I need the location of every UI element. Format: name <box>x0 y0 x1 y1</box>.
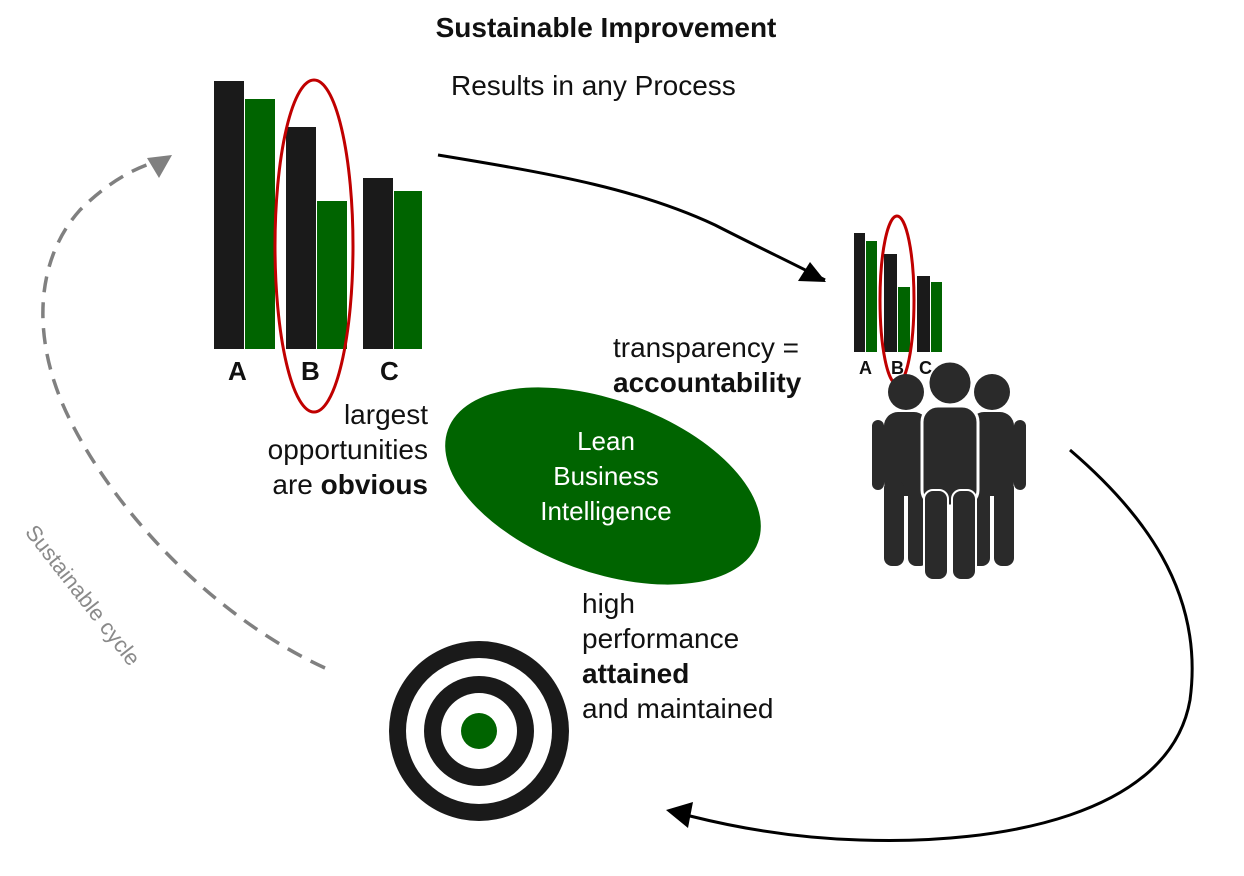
performance-line3: attained <box>582 656 773 691</box>
small-bar-label-c: C <box>919 358 932 378</box>
lean-bi-line1: Lean <box>577 426 635 456</box>
large-bar-chart <box>214 78 422 414</box>
diagram-title: Sustainable Improvement <box>435 12 777 43</box>
small-bar-label-b: B <box>891 358 904 378</box>
transparency-line2: accountability <box>613 365 801 400</box>
lean-bi-line2: Business <box>553 461 659 491</box>
arrow-results-to-transparency <box>437 153 826 282</box>
target-icon <box>389 641 569 821</box>
lean-bi-ellipse <box>445 387 761 585</box>
sustainable-cycle-arrow <box>41 160 326 670</box>
transparency-line2-bold: accountability <box>613 367 802 398</box>
arrow-people-to-target <box>689 448 1194 842</box>
opportunities-text: largest opportunities are obvious <box>268 397 428 502</box>
small-bar-c-green <box>931 282 942 352</box>
performance-line1: high <box>582 588 635 619</box>
bar-label-a: A <box>228 356 247 386</box>
performance-line2: performance <box>582 623 740 654</box>
bar-a-dark <box>214 81 244 349</box>
small-bar-chart <box>854 214 942 386</box>
people-group-icon <box>872 359 1026 581</box>
bar-c-green <box>394 191 422 349</box>
lean-bi-text: Lean Business Intelligence <box>516 424 696 529</box>
small-bar-a-green <box>866 241 877 352</box>
bar-c-dark <box>363 178 393 349</box>
bar-b-dark <box>286 127 316 349</box>
cycle-arrowhead <box>147 155 172 178</box>
arrowhead-to-target <box>666 802 693 828</box>
lean-bi-line3: Intelligence <box>540 496 672 526</box>
performance-text: high performance attained and maintained <box>582 586 773 726</box>
arrowhead-to-transparency <box>798 262 826 282</box>
small-bar-a-dark <box>854 233 865 352</box>
performance-line3-bold: attained <box>582 658 690 689</box>
transparency-text: transparency = accountability <box>613 330 801 400</box>
small-bar-c-dark <box>917 276 930 352</box>
opportunities-line2: opportunities <box>267 434 428 465</box>
bar-a-green <box>245 99 275 349</box>
bar-b-green <box>317 201 347 349</box>
small-bar-label-a: A <box>859 358 872 378</box>
bar-label-c: C <box>380 356 399 386</box>
diagram-subtitle: Results in any Process <box>451 70 736 101</box>
bar-label-b: B <box>301 356 320 386</box>
small-bar-b-dark <box>884 254 897 352</box>
small-bar-b-green <box>898 287 910 352</box>
highlight-ellipse-b <box>273 78 355 414</box>
performance-line4: and maintained <box>582 693 774 724</box>
opportunities-line3: are obvious <box>268 467 428 502</box>
opportunities-line3-bold: obvious <box>320 469 428 500</box>
transparency-line1: transparency = <box>613 332 799 363</box>
opportunities-line1: largest <box>343 399 428 430</box>
opportunities-line3-prefix: are <box>272 469 321 500</box>
